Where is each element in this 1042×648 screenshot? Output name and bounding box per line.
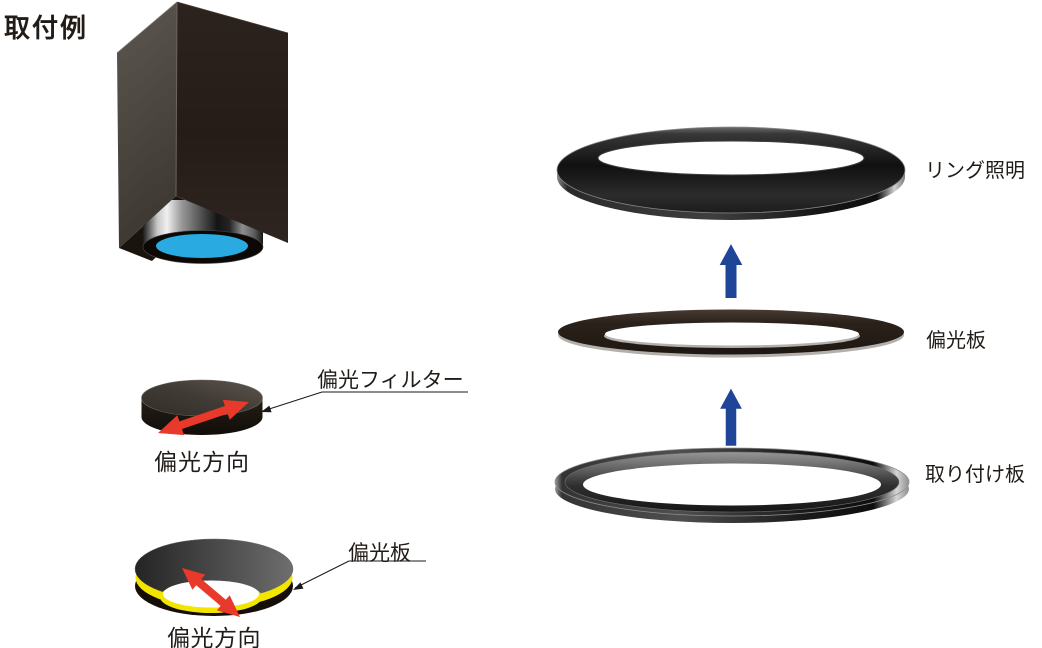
polarization-direction-arrow-icon (182, 568, 240, 617)
assembly-up-arrow-icon (716, 239, 746, 300)
plate-leader-line (293, 560, 426, 590)
camera-front-face (176, 2, 288, 243)
polarization-direction-arrow-icon (158, 399, 249, 436)
lens-glass (156, 234, 248, 258)
page-title: 取付例 (4, 13, 89, 43)
polarizing-filter-label: 偏光フィルター (317, 369, 464, 392)
ring-light-graphic (556, 126, 906, 220)
leader-arrowhead-icon (261, 405, 272, 413)
polarizer-plate-label: 偏光板 (926, 330, 986, 352)
leader-arrowhead-icon (293, 582, 304, 590)
camera-left-face (117, 2, 177, 248)
plate-direction-label: 偏光方向 (167, 625, 261, 648)
assembly-up-arrow-icon (715, 383, 747, 449)
polarizing-plate-graphic (134, 538, 294, 617)
mounting-plate-label: 取り付け板 (925, 464, 1025, 486)
polarizing-plate-label: 偏光板 (348, 542, 411, 565)
camera-graphic (116, 1, 289, 264)
filter-direction-label: 偏光方向 (154, 449, 250, 475)
polarizer-plate-graphic (558, 309, 904, 358)
polarizing-filter-graphic (141, 379, 263, 436)
filter-leader-line (261, 391, 468, 413)
mounting-plate-graphic (554, 447, 910, 523)
ring-light-label: リング照明 (925, 160, 1025, 182)
